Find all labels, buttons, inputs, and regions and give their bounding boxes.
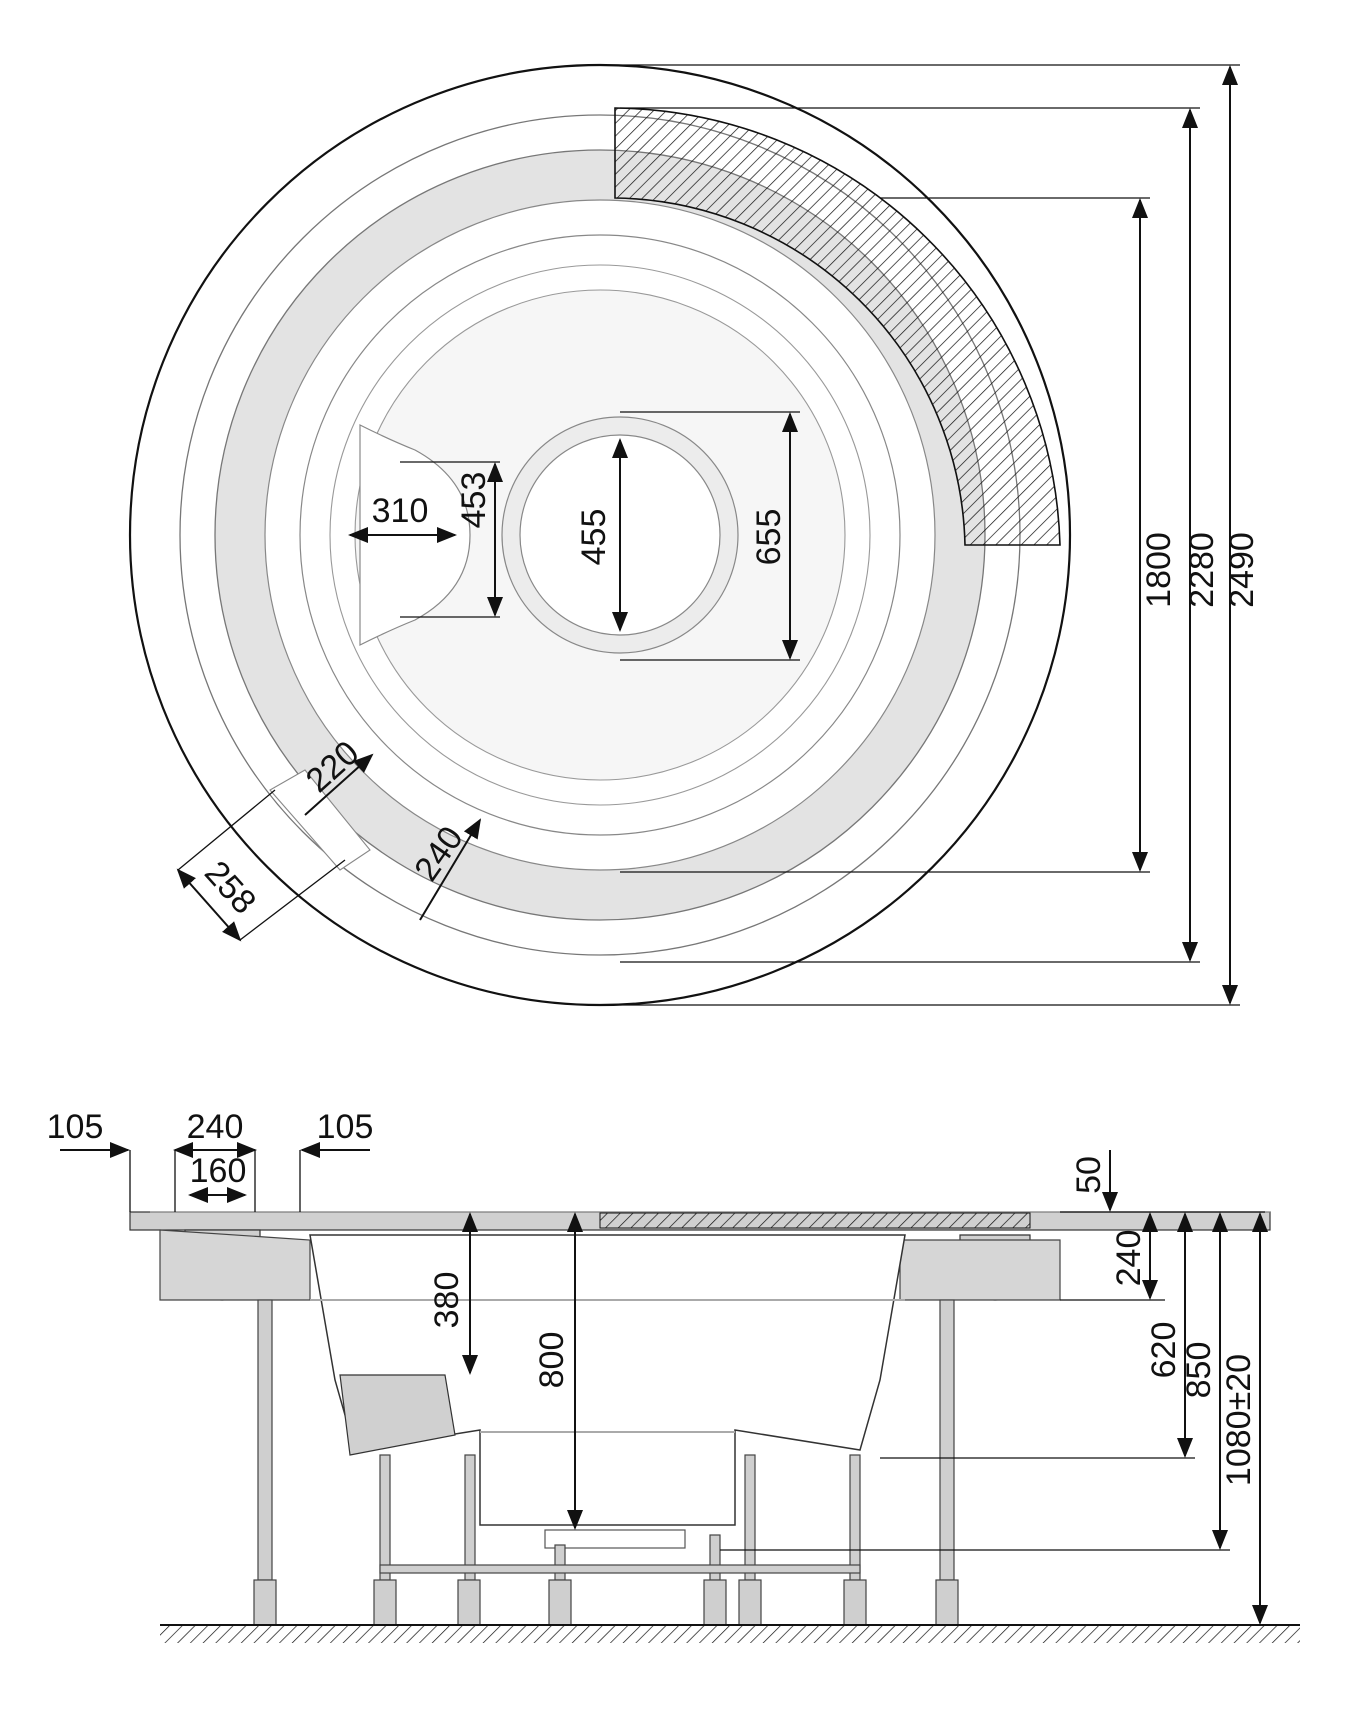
label-380: 380 <box>428 1272 466 1329</box>
label-310: 310 <box>372 492 429 530</box>
dim-258-line <box>176 868 242 942</box>
side-grate <box>599 1212 1031 1229</box>
label-1800: 1800 <box>1140 532 1178 608</box>
label-240-rim: 240 <box>187 1108 244 1146</box>
ground-hatch <box>160 1625 1300 1643</box>
label-105-left: 105 <box>47 1108 104 1146</box>
grate-arc <box>614 107 1061 546</box>
right-skirt <box>899 1239 1061 1301</box>
label-2280: 2280 <box>1183 532 1221 608</box>
label-620: 620 <box>1145 1322 1183 1379</box>
label-240-side: 240 <box>1110 1230 1148 1287</box>
label-453: 453 <box>455 472 493 529</box>
label-850: 850 <box>1180 1342 1218 1399</box>
left-skirt <box>159 1229 311 1301</box>
label-105-right: 105 <box>317 1108 374 1146</box>
well-floor-plate <box>544 1529 686 1549</box>
label-655: 655 <box>750 509 788 566</box>
label-258: 258 <box>197 854 263 922</box>
seat-block <box>339 1374 456 1456</box>
support-legs <box>253 1299 959 1626</box>
label-800: 800 <box>533 1332 571 1389</box>
label-2490: 2490 <box>1223 532 1261 608</box>
label-1080: 1080±20 <box>1220 1354 1258 1486</box>
dim-240-line <box>419 818 482 921</box>
dim-220-line <box>304 753 374 816</box>
top-view: 2490 2280 1800 655 455 310 453 258 220 2… <box>128 63 1261 1007</box>
step-notch <box>269 769 371 871</box>
side-view: 105 240 105 160 380 800 50 240 620 850 1… <box>47 1108 1300 1643</box>
label-455: 455 <box>575 509 613 566</box>
label-160: 160 <box>190 1152 247 1190</box>
label-50: 50 <box>1070 1156 1108 1194</box>
